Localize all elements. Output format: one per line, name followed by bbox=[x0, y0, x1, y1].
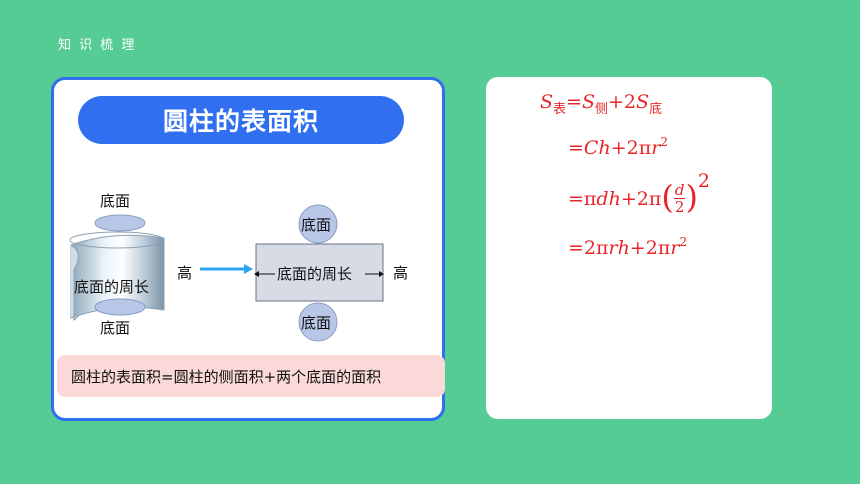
summary-bar: 圆柱的表面积=圆柱的侧面积+两个底面的面积 bbox=[57, 355, 445, 397]
cylinder-diagram: 底面 底面的周长 底面 高 底面 底面的周长 高 底面 bbox=[69, 192, 408, 342]
cylinder-top-ellipse bbox=[69, 231, 165, 249]
cylinder-inner-curl bbox=[70, 244, 79, 322]
unfolded-bottom-circle bbox=[298, 302, 338, 342]
unfolded-rectangle bbox=[255, 243, 384, 302]
cylinder-top-base bbox=[94, 214, 146, 232]
cylinder-side-label: 底面的周长 bbox=[74, 278, 149, 296]
unfolded-top-label: 底面 bbox=[301, 216, 331, 234]
height-label-right: 高 bbox=[393, 264, 408, 282]
cylinder-top-label: 底面 bbox=[100, 192, 130, 210]
cylinder-bottom-label: 底面 bbox=[100, 319, 130, 337]
formula-line-2: =Ch+2πr2 bbox=[568, 135, 668, 159]
formula-line-1: S表=S侧+2S底 bbox=[540, 91, 663, 117]
title-pill: 圆柱的表面积 bbox=[78, 96, 404, 144]
section-label: 知 识 梳 理 bbox=[58, 38, 137, 53]
height-label-left: 高 bbox=[177, 264, 192, 282]
cylinder-bottom-base bbox=[94, 298, 146, 316]
left-card: 圆柱的表面积 底面 底面的周长 底面 bbox=[51, 77, 445, 421]
cylinder-side bbox=[70, 234, 165, 319]
formula-line-4: =2πrh+2πr2 bbox=[568, 235, 688, 259]
unfolded-top-circle bbox=[298, 204, 338, 244]
unfolded-bottom-label: 底面 bbox=[301, 314, 331, 332]
unfolded-rect-label: 底面的周长 bbox=[277, 265, 352, 283]
